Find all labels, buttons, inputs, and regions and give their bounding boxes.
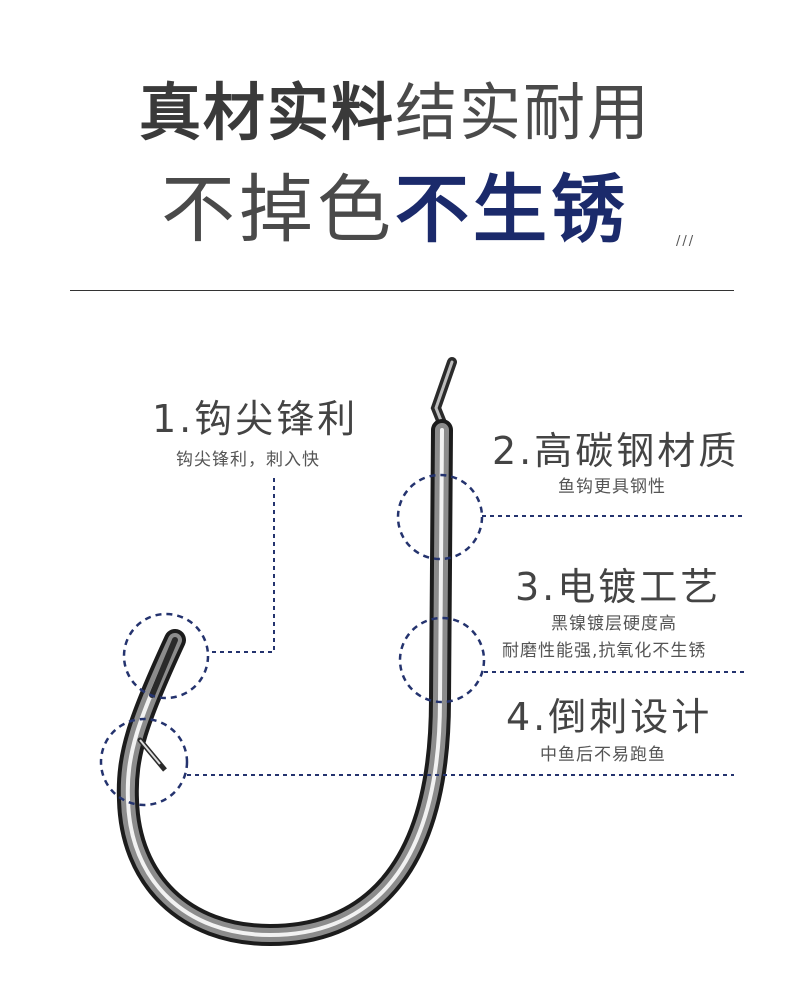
decor-ticks: /// (676, 234, 696, 249)
callout-line-1 (208, 478, 275, 653)
feature-title-plating: 3.电镀工艺 (515, 565, 722, 609)
section-divider (70, 290, 734, 291)
feature-desc-plating-2: 耐磨性能强,抗氧化不生锈 (502, 641, 707, 661)
callout-circle-point (122, 612, 210, 700)
feature-title-barb: 4.倒刺设计 (506, 695, 713, 739)
headline-bold-text: 真材实料 (138, 76, 395, 149)
feature-desc-barb: 中鱼后不易跑鱼 (540, 745, 666, 765)
fishing-hook-icon (116, 357, 457, 947)
feature-title-material: 2.高碳钢材质 (492, 429, 740, 473)
feature-desc-tip: 钩尖锋利，刺入快 (176, 450, 320, 470)
headline-line-1: 真材实料结实耐用 (0, 62, 790, 152)
headline-accent-text: 不生锈 (395, 167, 629, 253)
headline-light-text: 结实耐用 (395, 76, 652, 149)
feature-desc-plating-1: 黑镍镀层硬度高 (551, 614, 677, 634)
headline-line-2: 不掉色不生锈 (0, 150, 790, 257)
callout-circle-plating (398, 616, 486, 704)
headline-line2-light: 不掉色 (161, 167, 395, 253)
feature-title-tip: 1.钩尖锋利 (152, 397, 359, 441)
callout-circle-barb (99, 717, 189, 807)
feature-desc-material: 鱼钩更具钢性 (558, 477, 666, 497)
